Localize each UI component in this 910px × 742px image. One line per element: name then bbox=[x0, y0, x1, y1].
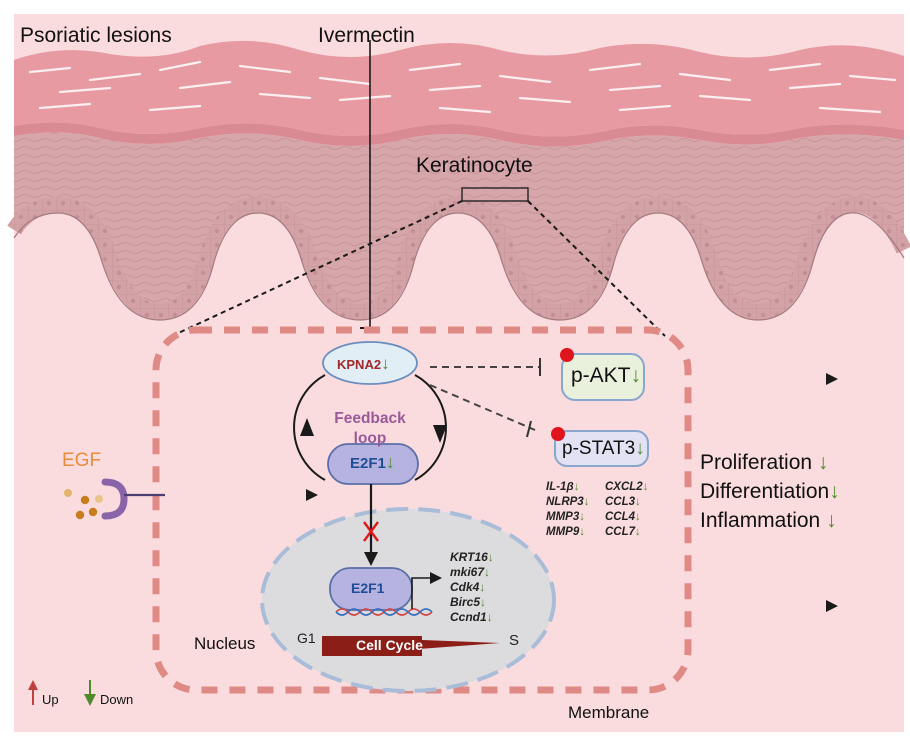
p-stat3-label: p-STAT3 bbox=[562, 438, 636, 459]
keratinocyte-selection-box bbox=[461, 187, 529, 202]
p-akt-node bbox=[561, 353, 645, 401]
akt-output-arrowhead bbox=[826, 373, 838, 385]
gene-item: MMP3↓ bbox=[546, 511, 585, 523]
gene-item: mki67↓ bbox=[450, 565, 491, 579]
gene-item: IL-1β↓ bbox=[546, 481, 580, 493]
feedback-loop-arrows bbox=[293, 374, 447, 481]
gene-item: KRT16↓ bbox=[450, 550, 494, 564]
p-stat3-down-icon: ↓ bbox=[635, 438, 645, 459]
p-akt-label: p-AKT bbox=[571, 364, 631, 387]
e2f1-down-icon: ↓ bbox=[385, 452, 395, 472]
legend-up-arrow-icon bbox=[28, 680, 38, 705]
gene-item: CCL3↓ bbox=[605, 496, 641, 508]
legend-up-label: Up bbox=[42, 692, 59, 707]
gene-item: NLRP3↓ bbox=[546, 496, 590, 508]
gene-item: Birc5↓ bbox=[450, 595, 487, 609]
p-akt-down-icon: ↓ bbox=[630, 364, 642, 387]
egf-label: EGF bbox=[62, 450, 102, 471]
outcomes-list: Proliferation ↓ Differentiation↓ Inflamm… bbox=[700, 448, 840, 535]
nucleus-output-arrowhead bbox=[826, 600, 838, 612]
membrane-label: Membrane bbox=[568, 703, 650, 722]
p-akt-label-group: p-AKT↓ bbox=[571, 364, 641, 388]
gene-item: CCL7↓ bbox=[605, 526, 641, 538]
ivermectin-label: Ivermectin bbox=[318, 24, 415, 47]
e2f1-cytoplasmic-node bbox=[327, 443, 419, 485]
feedback-loop-label: Feedback loop bbox=[325, 409, 415, 449]
transcription-line bbox=[411, 577, 432, 609]
gene-item: CCL4↓ bbox=[605, 511, 641, 523]
dna-icon bbox=[335, 608, 433, 616]
egf-ligands bbox=[64, 489, 103, 520]
p-stat3-label-group: p-STAT3↓ bbox=[562, 438, 645, 460]
stratum-corneum bbox=[14, 40, 904, 147]
phospho-dot-stat3 bbox=[551, 427, 565, 441]
epidermis bbox=[7, 132, 910, 321]
cell-cycle-genes: KRT16↓ mki67↓ Cdk4↓ Birc5↓ Ccnd1↓ bbox=[450, 550, 494, 625]
legend-down-arrow-icon bbox=[84, 680, 96, 706]
e2f1-cyto-label: E2F1 bbox=[350, 455, 386, 472]
legend-down-label: Down bbox=[100, 692, 134, 707]
gene-item: MMP9↓ bbox=[546, 526, 585, 538]
keratinocyte-label: Keratinocyte bbox=[416, 154, 533, 177]
g1-label: G1 bbox=[297, 630, 316, 646]
block-x-icon bbox=[363, 521, 379, 542]
feedback-line2: loop bbox=[353, 430, 387, 447]
phospho-dot-akt bbox=[560, 348, 574, 362]
s-phase-label: S bbox=[509, 632, 520, 649]
gene-item: CXCL2↓ bbox=[605, 481, 649, 493]
inflammatory-genes-left: IL-1β↓ NLRP3↓ MMP3↓ MMP9↓ bbox=[546, 480, 589, 540]
p-stat3-node bbox=[554, 430, 649, 467]
egf-signal-arrowhead bbox=[306, 489, 318, 501]
psoriatic-lesions-label: Psoriatic lesions bbox=[20, 24, 172, 47]
cell-cycle-label: Cell Cycle bbox=[356, 637, 423, 653]
nucleus-label: Nucleus bbox=[194, 634, 256, 653]
outcome-inflammation: Inflammation ↓ bbox=[700, 509, 837, 532]
feedback-line1: Feedback bbox=[334, 410, 406, 427]
gene-item: Ccnd1↓ bbox=[450, 610, 493, 624]
outcome-differentiation: Differentiation↓ bbox=[700, 480, 840, 503]
kpna2-node bbox=[322, 341, 418, 385]
kpna2-down-icon: ↓ bbox=[381, 354, 390, 373]
outcome-proliferation: Proliferation ↓ bbox=[700, 451, 829, 474]
cell-membrane bbox=[152, 326, 692, 694]
e2f1-nuclear-label: E2F1 bbox=[351, 580, 385, 596]
kpna2-node-label: KPNA2↓ bbox=[337, 354, 390, 374]
gene-item: Cdk4↓ bbox=[450, 580, 486, 594]
e2f1-cyto-label-group: E2F1↓ bbox=[350, 452, 395, 473]
e2f1-translocation-arrowhead bbox=[364, 552, 378, 566]
egf-receptor bbox=[101, 478, 128, 520]
transcription-arrowhead bbox=[430, 572, 442, 584]
kpna2-label: KPNA2 bbox=[337, 357, 382, 372]
inflammatory-genes-right: CXCL2↓ CCL3↓ CCL4↓ CCL7↓ bbox=[605, 480, 648, 540]
